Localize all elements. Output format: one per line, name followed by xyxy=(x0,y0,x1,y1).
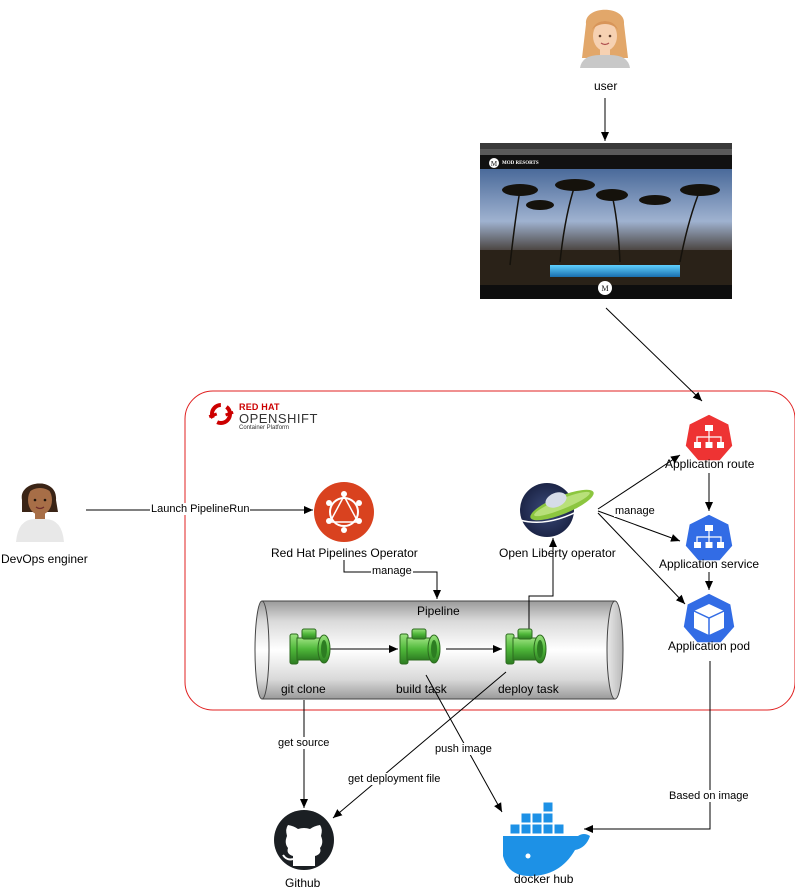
brand-sub: Container Platform xyxy=(239,425,290,431)
pipeline-label: Pipeline xyxy=(417,604,460,618)
edge-label-push-image: push image xyxy=(434,743,493,755)
git-clone-valve-icon xyxy=(289,628,331,665)
pipelines-operator-label: Red Hat Pipelines Operator xyxy=(271,546,418,560)
edge-label-manage-pipeline: manage xyxy=(371,565,413,577)
edge-label-manage-app: manage xyxy=(614,505,656,517)
openshift-logo-icon xyxy=(208,403,234,425)
edge-label-get-deployment-file: get deployment file xyxy=(347,773,442,785)
liberty-operator-icon xyxy=(519,483,594,537)
svg-text:M: M xyxy=(601,284,608,293)
edge-liberty-to-pod xyxy=(597,512,686,605)
edge-deploy-to-liberty xyxy=(528,538,557,629)
edge-get-deployment-file xyxy=(332,671,507,819)
edge-liberty-to-service xyxy=(597,510,681,542)
brand-name: OPENSHIFT xyxy=(239,411,318,426)
deploy-task-label: deploy task xyxy=(498,682,559,696)
brand-top: RED HAT xyxy=(239,402,280,412)
user-avatar-icon xyxy=(580,9,630,68)
git-clone-label: git clone xyxy=(281,682,326,696)
devops-avatar-icon xyxy=(16,483,64,542)
svg-text:M: M xyxy=(491,160,498,168)
website-title: MOD RESORTS xyxy=(502,161,539,166)
liberty-operator-label: Open Liberty operator xyxy=(499,546,616,560)
user-label: user xyxy=(594,79,618,93)
app-service-icon xyxy=(684,513,734,562)
dockerhub-label: docker hub xyxy=(514,872,574,886)
edge-website-to-route xyxy=(605,307,703,402)
edge-label-based-on-image: Based on image xyxy=(668,790,750,802)
deploy-task-valve-icon xyxy=(505,628,547,665)
app-route-icon xyxy=(684,413,734,462)
github-icon xyxy=(274,810,334,870)
openshift-brand: RED HAT OPENSHIFT Container Platform xyxy=(239,402,318,432)
pipelines-operator-icon xyxy=(314,482,374,542)
website-screenshot: M M xyxy=(480,143,732,299)
edge-liberty-to-route xyxy=(597,454,681,510)
github-label: Github xyxy=(285,876,321,890)
edge-based-on-image xyxy=(584,661,711,833)
app-pod-label: Application pod xyxy=(668,639,751,653)
app-service-label: Application service xyxy=(659,557,760,571)
app-route-label: Application route xyxy=(665,457,755,471)
docker-whale-icon xyxy=(503,801,590,876)
edge-label-get-source: get source xyxy=(277,737,331,749)
build-task-valve-icon xyxy=(399,628,441,665)
devops-label: DevOps enginer xyxy=(1,552,88,566)
app-pod-icon xyxy=(682,592,736,644)
build-task-label: build task xyxy=(396,682,447,696)
openshift-cluster-boundary xyxy=(184,390,795,711)
edge-label-launch: Launch PipelineRun xyxy=(150,503,251,515)
